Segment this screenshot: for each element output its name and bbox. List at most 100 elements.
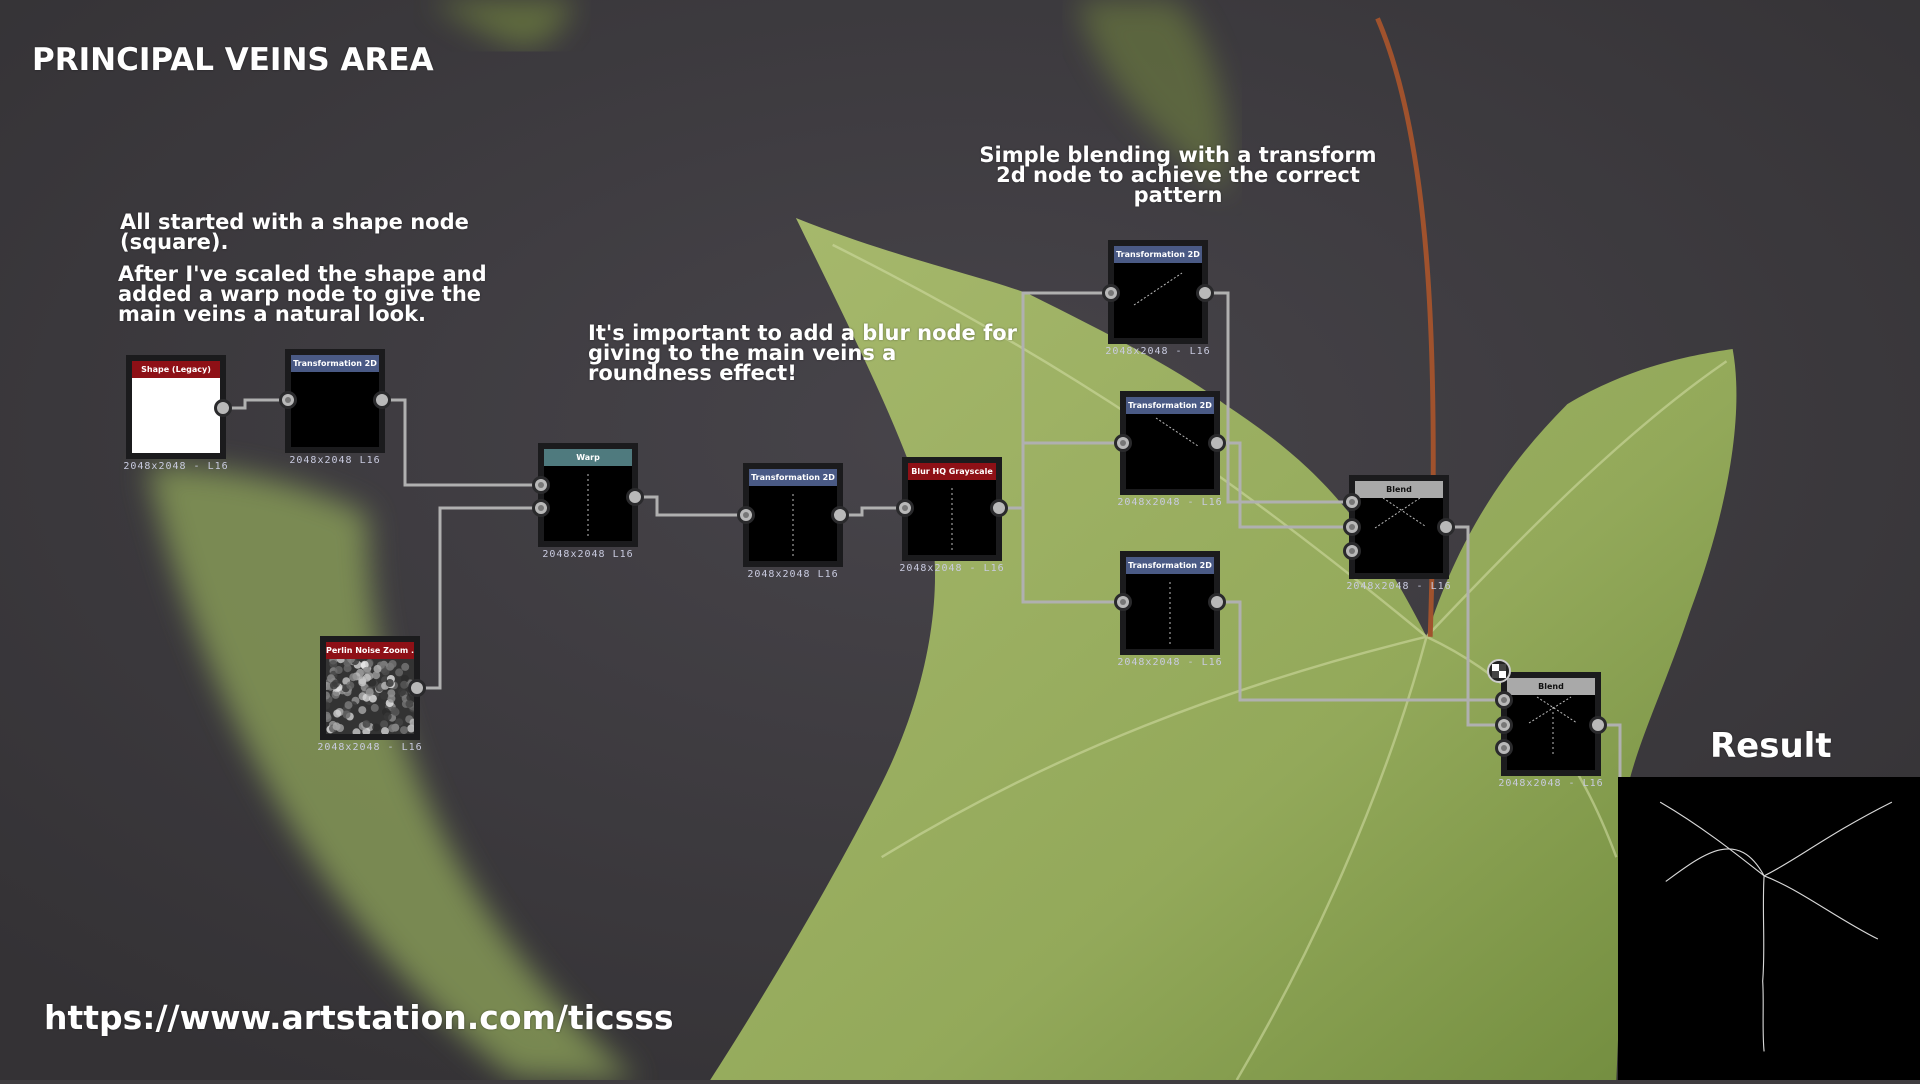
output-port[interactable] xyxy=(1437,518,1455,536)
node-thumbnail xyxy=(908,480,996,555)
node-thumbnail xyxy=(1126,574,1214,649)
input-port[interactable] xyxy=(896,499,914,517)
wire-blur-transform5 xyxy=(1021,508,1124,604)
input-port[interactable] xyxy=(1343,518,1361,536)
output-port[interactable] xyxy=(1196,284,1214,302)
input-port[interactable] xyxy=(1343,493,1361,511)
wire-transform1-warp xyxy=(383,398,540,487)
input-port[interactable] xyxy=(1495,691,1513,709)
node-body: Transformation 2D xyxy=(1120,551,1220,655)
node-resolution-label: 2048x2048 - L16 xyxy=(1117,657,1223,668)
result-vein xyxy=(1762,875,1765,1052)
node-resolution-label: 2048x2048 - L16 xyxy=(1117,497,1223,508)
artstation-url-link[interactable]: https://www.artstation.com/ticsss xyxy=(44,998,674,1037)
node-resolution-label: 2048x2048 - L16 xyxy=(1498,778,1604,789)
node-blend-1[interactable]: Blend 2048x2048 - L16 xyxy=(1343,475,1455,592)
node-thumbnail xyxy=(1126,414,1214,489)
node-transform-3[interactable]: Transformation 2D 2048x2048 - L16 xyxy=(1102,240,1214,357)
leaf xyxy=(710,217,1737,1080)
wire-blend1-blend2 xyxy=(1447,525,1505,727)
node-title: Transformation 2D xyxy=(1126,397,1214,414)
node-resolution-label: 2048x2048 - L16 xyxy=(1105,346,1211,357)
output-port[interactable] xyxy=(408,679,426,697)
node-title: Transformation 2D xyxy=(291,355,379,372)
node-title: Shape (Legacy) xyxy=(132,361,220,378)
input-port[interactable] xyxy=(1102,284,1120,302)
node-thumbnail xyxy=(749,486,837,561)
node-shape[interactable]: Shape (Legacy) 2048x2048 - L16 xyxy=(123,355,232,472)
output-port[interactable] xyxy=(990,499,1008,517)
result-vein xyxy=(1659,801,1893,877)
node-title: Blend xyxy=(1507,678,1595,695)
node-title: Perlin Noise Zoom ... xyxy=(326,642,414,659)
node-resolution-label: 2048x2048 - L16 xyxy=(1346,581,1452,592)
input-port[interactable] xyxy=(1114,434,1132,452)
output-port[interactable] xyxy=(1208,434,1226,452)
node-thumbnail xyxy=(544,466,632,541)
input-port[interactable] xyxy=(532,476,550,494)
node-title: Warp xyxy=(544,449,632,466)
node-perlin-noise[interactable]: Perlin Noise Zoom ... 2048x2048 - L16 xyxy=(317,636,426,753)
node-resolution-label: 2048x2048 - L16 xyxy=(899,563,1005,574)
node-body: Warp xyxy=(538,443,638,547)
input-port[interactable] xyxy=(1343,542,1361,560)
wire-perlin-warp xyxy=(418,506,540,690)
node-body: Transformation 2D xyxy=(743,463,843,567)
node-thumbnail xyxy=(291,372,379,447)
node-thumbnail xyxy=(1355,497,1443,573)
input-port[interactable] xyxy=(532,499,550,517)
annotation-scaled: After I've scaled the shape and added a … xyxy=(118,262,487,326)
node-title: Blend xyxy=(1355,481,1443,498)
node-transform-5[interactable]: Transformation 2D 2048x2048 - L16 xyxy=(1114,551,1226,668)
node-title: Blur HQ Grayscale xyxy=(908,463,996,480)
node-transform-1[interactable]: Transformation 2D 2048x2048 L16 xyxy=(279,349,391,466)
annotation-blur: It's important to add a blur node for gi… xyxy=(588,321,1018,385)
output-port[interactable] xyxy=(214,399,232,417)
input-port[interactable] xyxy=(1495,739,1513,757)
wire-transform5-blend2 xyxy=(1217,600,1505,702)
result-vein xyxy=(1665,848,1879,940)
node-body: Blend xyxy=(1349,475,1449,579)
node-thumbnail xyxy=(132,378,220,453)
input-port[interactable] xyxy=(737,506,755,524)
node-title: Transformation 2D xyxy=(1126,557,1214,574)
preview-toggle-icon[interactable] xyxy=(1487,659,1511,683)
wire-transform3-blend1 xyxy=(1206,291,1353,504)
node-body: Transformation 2D xyxy=(1120,391,1220,495)
output-port[interactable] xyxy=(626,488,644,506)
node-body: Transformation 2D xyxy=(1108,240,1208,344)
output-port[interactable] xyxy=(373,391,391,409)
node-blur[interactable]: Blur HQ Grayscale 2048x2048 - L16 xyxy=(896,457,1008,574)
node-transform-2[interactable]: Transformation 2D 2048x2048 L16 xyxy=(737,463,849,580)
output-port[interactable] xyxy=(831,506,849,524)
node-blend-2[interactable]: Blend 2048x2048 - L16 xyxy=(1495,672,1607,789)
node-resolution-label: 2048x2048 L16 xyxy=(289,455,381,466)
node-thumbnail xyxy=(322,655,418,737)
output-port[interactable] xyxy=(1589,716,1607,734)
wire-blur-transform3 xyxy=(1000,291,1112,510)
node-body: Blur HQ Grayscale xyxy=(902,457,1002,561)
input-port[interactable] xyxy=(1114,593,1132,611)
result-label: Result xyxy=(1710,726,1832,766)
result-preview xyxy=(1618,777,1920,1080)
input-port[interactable] xyxy=(1495,716,1513,734)
page-title: PRINCIPAL VEINS AREA xyxy=(32,42,434,78)
node-body: Transformation 2D xyxy=(285,349,385,453)
node-resolution-label: 2048x2048 L16 xyxy=(542,549,634,560)
wire-transform2-blur xyxy=(840,506,906,517)
wire-shape-transform1 xyxy=(222,398,289,410)
node-thumbnail xyxy=(1507,695,1595,770)
node-transform-4[interactable]: Transformation 2D 2048x2048 - L16 xyxy=(1114,391,1226,508)
node-body: Blend xyxy=(1501,672,1601,776)
node-resolution-label: 2048x2048 - L16 xyxy=(317,742,423,753)
node-warp[interactable]: Warp 2048x2048 L16 xyxy=(532,443,644,560)
annotation-blending: Simple blending with a transform 2d node… xyxy=(979,143,1377,207)
input-port[interactable] xyxy=(279,391,297,409)
output-port[interactable] xyxy=(1208,593,1226,611)
wire-transform4-blend1 xyxy=(1217,441,1353,529)
node-title: Transformation 2D xyxy=(1114,246,1202,263)
wire-warp-transform2 xyxy=(634,495,747,517)
node-resolution-label: 2048x2048 L16 xyxy=(747,569,839,580)
node-body: Shape (Legacy) xyxy=(126,355,226,459)
